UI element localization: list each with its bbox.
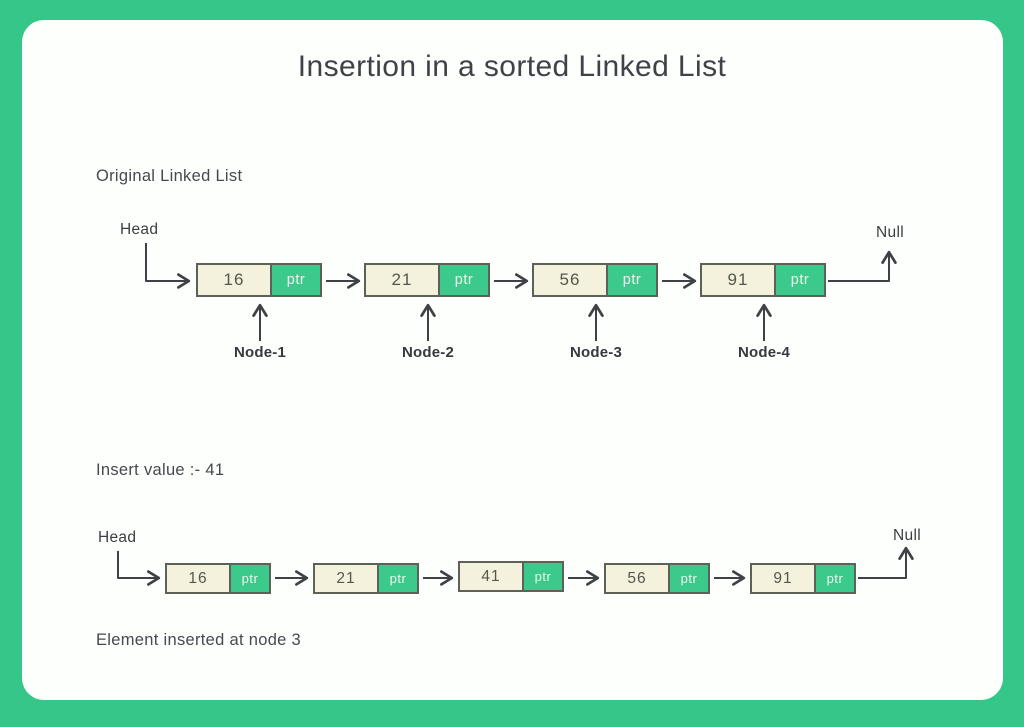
node-box-inserted-2: 21 ptr xyxy=(313,563,419,594)
null-arrow-original xyxy=(828,250,897,282)
node-box-original-1: 16 ptr xyxy=(196,263,322,297)
result-caption: Element inserted at node 3 xyxy=(96,631,302,649)
node-ptr-cell: ptr xyxy=(270,265,320,295)
node-box-inserted-1: 16 ptr xyxy=(165,563,271,594)
node-ptr-cell: ptr xyxy=(438,265,488,295)
node-ptr-cell: ptr xyxy=(606,265,656,295)
node-box-inserted-4: 56 ptr xyxy=(604,563,710,594)
insert-value-label: Insert value :- 41 xyxy=(96,461,225,479)
head-arrow-inserted xyxy=(117,551,161,586)
original-list-label: Original Linked List xyxy=(96,167,243,185)
node-value: 16 xyxy=(198,265,270,295)
null-label-inserted: Null xyxy=(893,527,921,544)
node-box-original-4: 91 ptr xyxy=(700,263,826,297)
node-box-inserted-5: 91 ptr xyxy=(750,563,856,594)
node-box-original-2: 21 ptr xyxy=(364,263,490,297)
node-ptr-cell: ptr xyxy=(774,265,824,295)
node-value: 41 xyxy=(460,563,522,590)
null-arrow-inserted xyxy=(858,546,914,579)
node-ptr-cell: ptr xyxy=(229,565,269,592)
node-value: 91 xyxy=(752,565,814,592)
head-label-original: Head xyxy=(120,221,159,238)
head-label-inserted: Head xyxy=(98,529,137,546)
node-value: 21 xyxy=(315,565,377,592)
node-ptr-cell: ptr xyxy=(668,565,708,592)
node-name-label-4: Node-4 xyxy=(737,344,791,361)
node-name-label-2: Node-2 xyxy=(401,344,455,361)
node-name-label-1: Node-1 xyxy=(233,344,287,361)
node-ptr-cell: ptr xyxy=(377,565,417,592)
node-value: 91 xyxy=(702,265,774,295)
node-ptr-cell: ptr xyxy=(814,565,854,592)
node-value: 16 xyxy=(167,565,229,592)
node-value: 56 xyxy=(534,265,606,295)
node-box-inserted-new-41: 41 ptr xyxy=(458,561,564,592)
node-value: 56 xyxy=(606,565,668,592)
node-name-label-3: Node-3 xyxy=(569,344,623,361)
head-arrow-original xyxy=(145,243,191,289)
page-title: Insertion in a sorted Linked List xyxy=(297,50,727,83)
node-ptr-cell: ptr xyxy=(522,563,562,590)
null-label-original: Null xyxy=(876,224,904,241)
node-box-original-3: 56 ptr xyxy=(532,263,658,297)
node-value: 21 xyxy=(366,265,438,295)
